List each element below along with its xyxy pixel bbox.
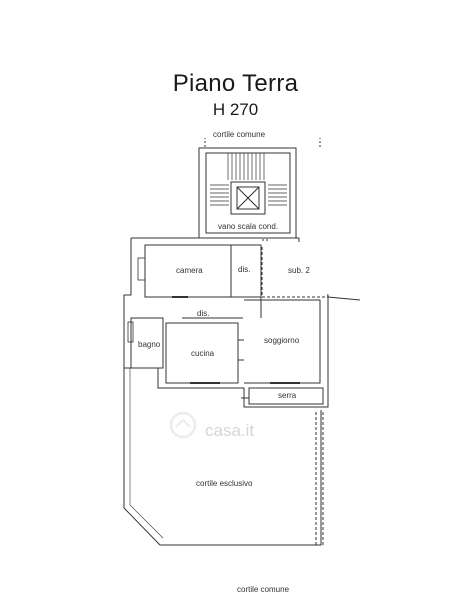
plan-title: Piano Terra [172,70,299,97]
label-dis-mid: dis. [197,309,210,318]
label-dis-top: dis. [238,265,251,274]
apartment-outer-wall [123,238,329,408]
stair-steps [210,153,287,206]
elevator-car [236,186,260,210]
label-sub-2: sub. 2 [288,266,310,275]
watermark-text: casa.it [205,421,255,440]
label-cucina: cucina [191,349,215,358]
yard-boundary [123,368,322,546]
plan-height-label: H 270 [212,100,259,119]
label-bagno: bagno [138,340,161,349]
label-cortile-esclusivo: cortile esclusivo [196,479,253,488]
room-serra [248,387,324,405]
label-cortile-comune-bottom: cortile comune [237,585,290,594]
label-vano-scala: vano scala cond. [218,222,279,231]
elevator-shaft [230,181,266,215]
label-soggiorno: soggiorno [264,336,300,345]
sub2-boundary [261,247,328,298]
label-serra: serra [278,391,297,400]
label-camera: camera [176,266,203,275]
watermark [169,411,197,439]
label-cortile-comune-top: cortile comune [213,130,266,139]
room-bagno [130,317,164,369]
